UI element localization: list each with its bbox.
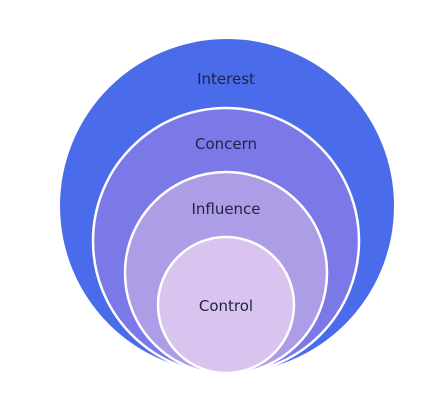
label-influence: Influence	[191, 200, 260, 218]
circle-control	[156, 235, 296, 375]
label-interest: Interest	[197, 70, 255, 88]
label-control: Control	[199, 297, 253, 315]
label-concern: Concern	[195, 135, 257, 153]
